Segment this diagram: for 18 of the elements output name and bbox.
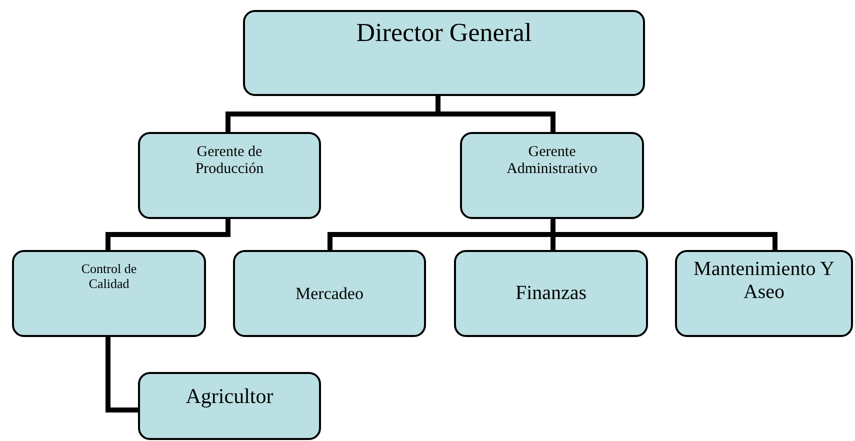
org-chart-box (12, 250, 206, 337)
org-chart-box (138, 132, 321, 219)
org-chart-box (243, 10, 645, 96)
position-title: Director General (356, 18, 532, 48)
connector-line (106, 219, 230, 250)
org-chart-box (675, 250, 853, 337)
org-chart-box (138, 372, 321, 440)
position-title: Mantenimiento Y Aseo (692, 258, 836, 304)
position-title: Agricultor (186, 384, 274, 408)
position-title: Gerente de Producción (194, 144, 265, 178)
position-title: Mercadeo (296, 284, 364, 304)
position-title: Control de Calidad (80, 262, 138, 292)
position-title: Gerente Administrativo (506, 144, 598, 178)
org-chart-box (454, 250, 648, 337)
connector-line (106, 337, 138, 412)
org-chart-box (233, 250, 426, 337)
org-chart-box (460, 132, 644, 219)
position-title: Finanzas (515, 282, 587, 305)
